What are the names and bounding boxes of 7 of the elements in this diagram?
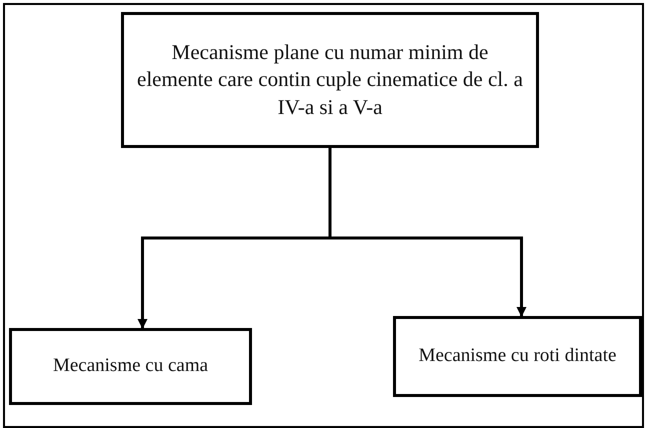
- box-label: Mecanisme cu roti dintate: [418, 344, 616, 368]
- box-label: Mecanisme cu cama: [52, 354, 208, 378]
- process-box: [9, 328, 252, 405]
- box-label: Mecanisme plane cu numar minim de elemente care contin cuple cinematice de cl. a IV-a si a V-a: [136, 39, 524, 121]
- process-box: [393, 316, 642, 397]
- arrow: [328, 148, 526, 317]
- process-box: [121, 12, 539, 148]
